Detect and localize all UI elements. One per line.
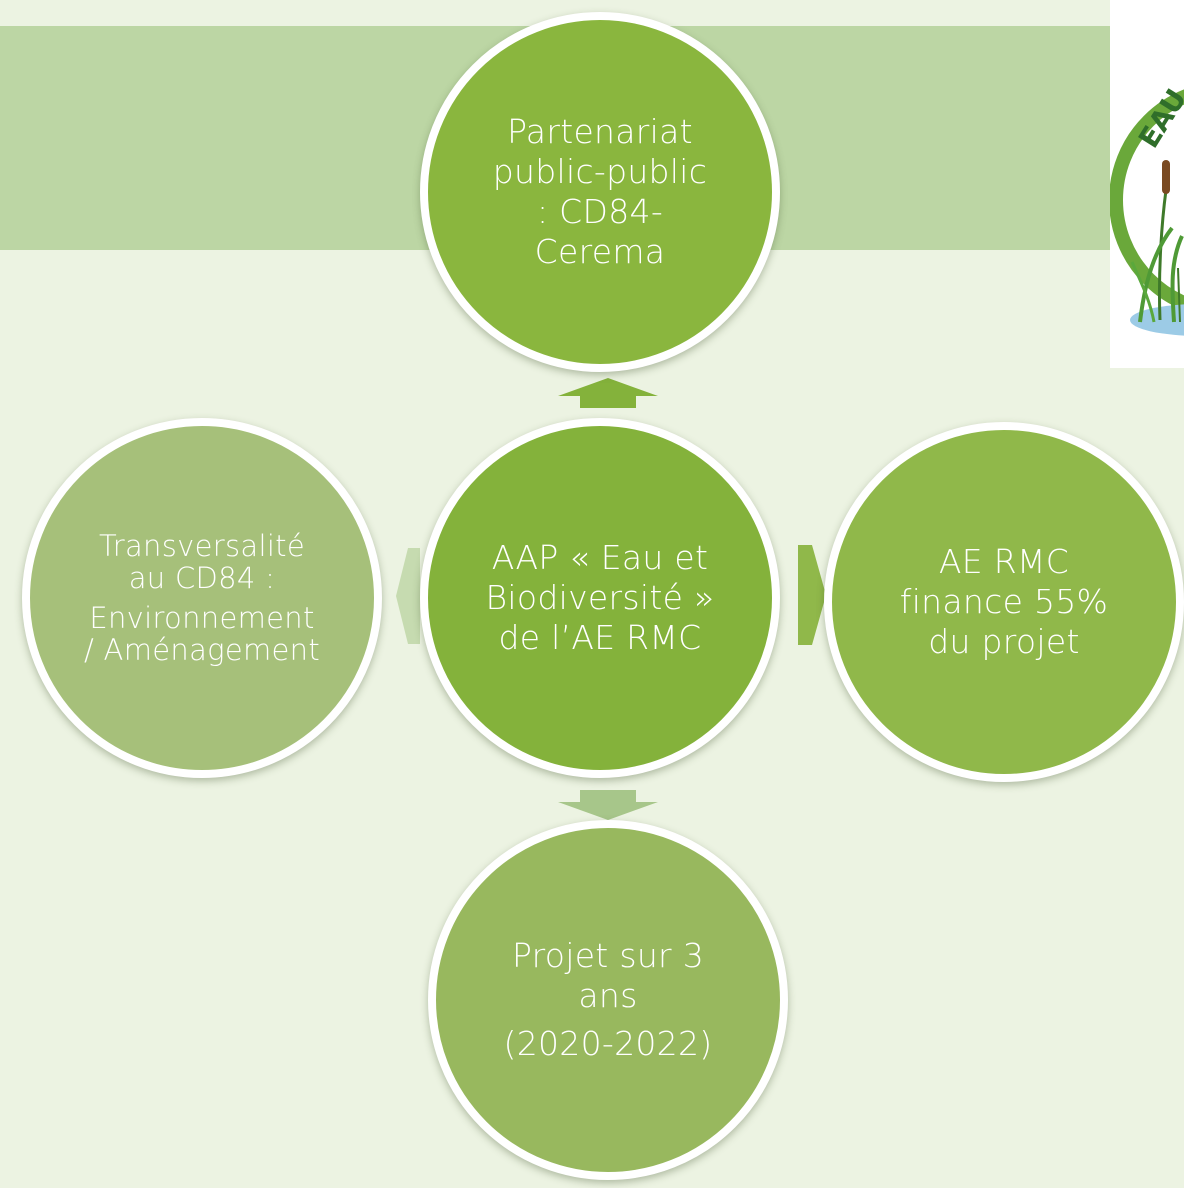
- node-bottom-line-1: Projet sur 3: [511, 936, 704, 975]
- node-left-line-3: Environnement: [89, 601, 315, 635]
- node-left-para-2: Environnement / Aménagement: [84, 602, 320, 666]
- arrow-left: [396, 548, 420, 644]
- node-right-line-3: du projet: [928, 622, 1080, 661]
- node-right-line-1: AE RMC: [938, 542, 1070, 581]
- node-left-line-2: au CD84 :: [128, 561, 276, 595]
- arrow-down: [558, 790, 658, 820]
- node-bottom-para-2: (2020-2022): [503, 1024, 713, 1063]
- node-right-financement: AE RMC finance 55% du projet: [824, 422, 1184, 782]
- node-bottom-line-2: ans: [578, 976, 638, 1015]
- node-left-transversalite: Transversalité au CD84 : Environnement /…: [22, 418, 382, 778]
- arrow-right: [798, 545, 826, 645]
- node-top-line-3: : CD84-: [536, 192, 664, 231]
- node-top-line-4: Cerema: [534, 232, 666, 271]
- logo: EAU: [1110, 0, 1184, 368]
- node-right-line-2: finance 55%: [899, 582, 1109, 621]
- node-left-line-4: / Aménagement: [83, 633, 321, 667]
- node-left-line-1: Transversalité: [99, 529, 305, 563]
- node-center-line-2: Biodiversité »: [485, 578, 715, 617]
- node-left-para-1: Transversalité au CD84 :: [99, 530, 305, 594]
- node-center-line-3: de l’AE RMC: [498, 618, 702, 657]
- node-top-partenariat: Partenariat public-public : CD84- Cerema: [420, 12, 780, 372]
- node-center-line-1: AAP « Eau et: [491, 538, 709, 577]
- node-bottom-projet: Projet sur 3 ans (2020-2022): [428, 820, 788, 1180]
- node-top-line-2: public-public: [492, 152, 708, 191]
- node-center-aap: AAP « Eau et Biodiversité » de l’AE RMC: [420, 418, 780, 778]
- node-top-line-1: Partenariat: [507, 112, 693, 151]
- arrow-up: [558, 378, 658, 408]
- node-bottom-para-1: Projet sur 3 ans: [512, 936, 704, 1016]
- reed-marsh-logo-icon: EAU: [1110, 83, 1184, 336]
